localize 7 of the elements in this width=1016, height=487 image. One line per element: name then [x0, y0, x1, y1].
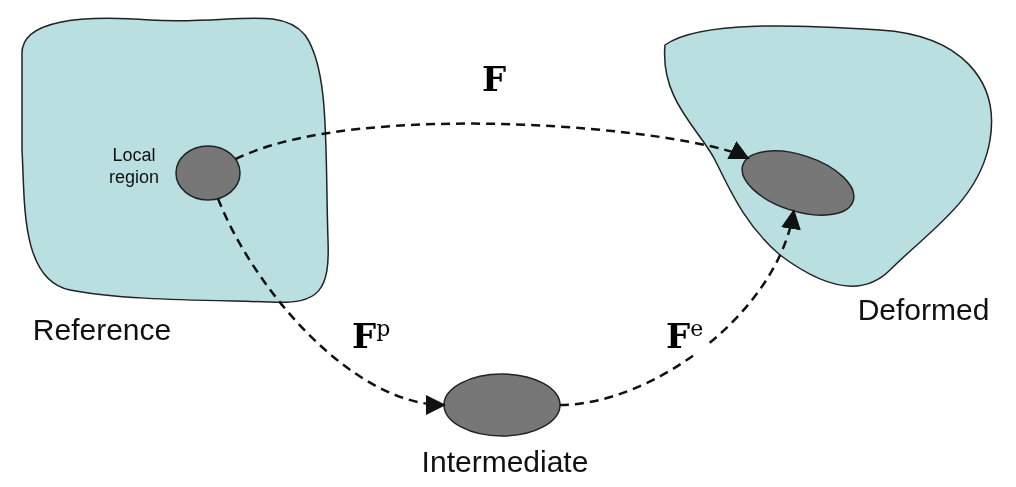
region-label: Intermediate — [420, 444, 590, 480]
dashed-arrow — [216, 198, 446, 414]
dashed-arrow — [235, 122, 750, 162]
region-label: Deformed — [856, 292, 991, 328]
region-label: Local region — [107, 145, 160, 189]
dashed-arrow — [559, 209, 800, 407]
region-label: Reference — [31, 312, 173, 348]
